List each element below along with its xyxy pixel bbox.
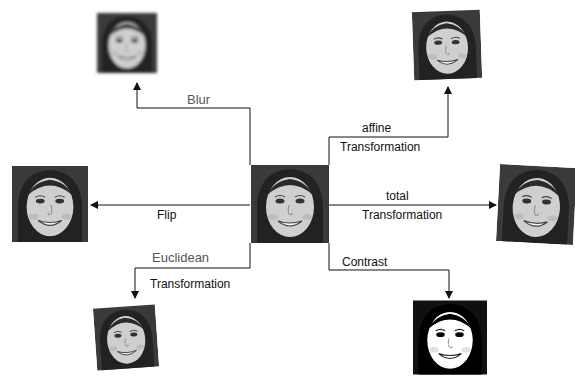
face-blur — [97, 13, 157, 73]
arrow-label: total — [385, 189, 410, 203]
face-total — [496, 164, 575, 245]
face-original — [251, 165, 329, 243]
arrow-label: Transformation — [339, 140, 421, 154]
arrow-lines — [91, 83, 496, 298]
arrow-label: Transformation — [361, 208, 443, 222]
arrow-label: Blur — [186, 93, 211, 107]
arrow-label: Contrast — [341, 255, 388, 269]
face-affine — [412, 10, 482, 80]
arrow-label: affine — [361, 121, 392, 135]
arrow-label: Transformation — [149, 277, 231, 291]
arrow-label: Euclidean — [151, 251, 210, 265]
face-euclidean — [93, 304, 159, 370]
face-contrast — [413, 301, 487, 375]
face-flip — [12, 166, 88, 242]
arrow-label: Flip — [156, 208, 177, 222]
